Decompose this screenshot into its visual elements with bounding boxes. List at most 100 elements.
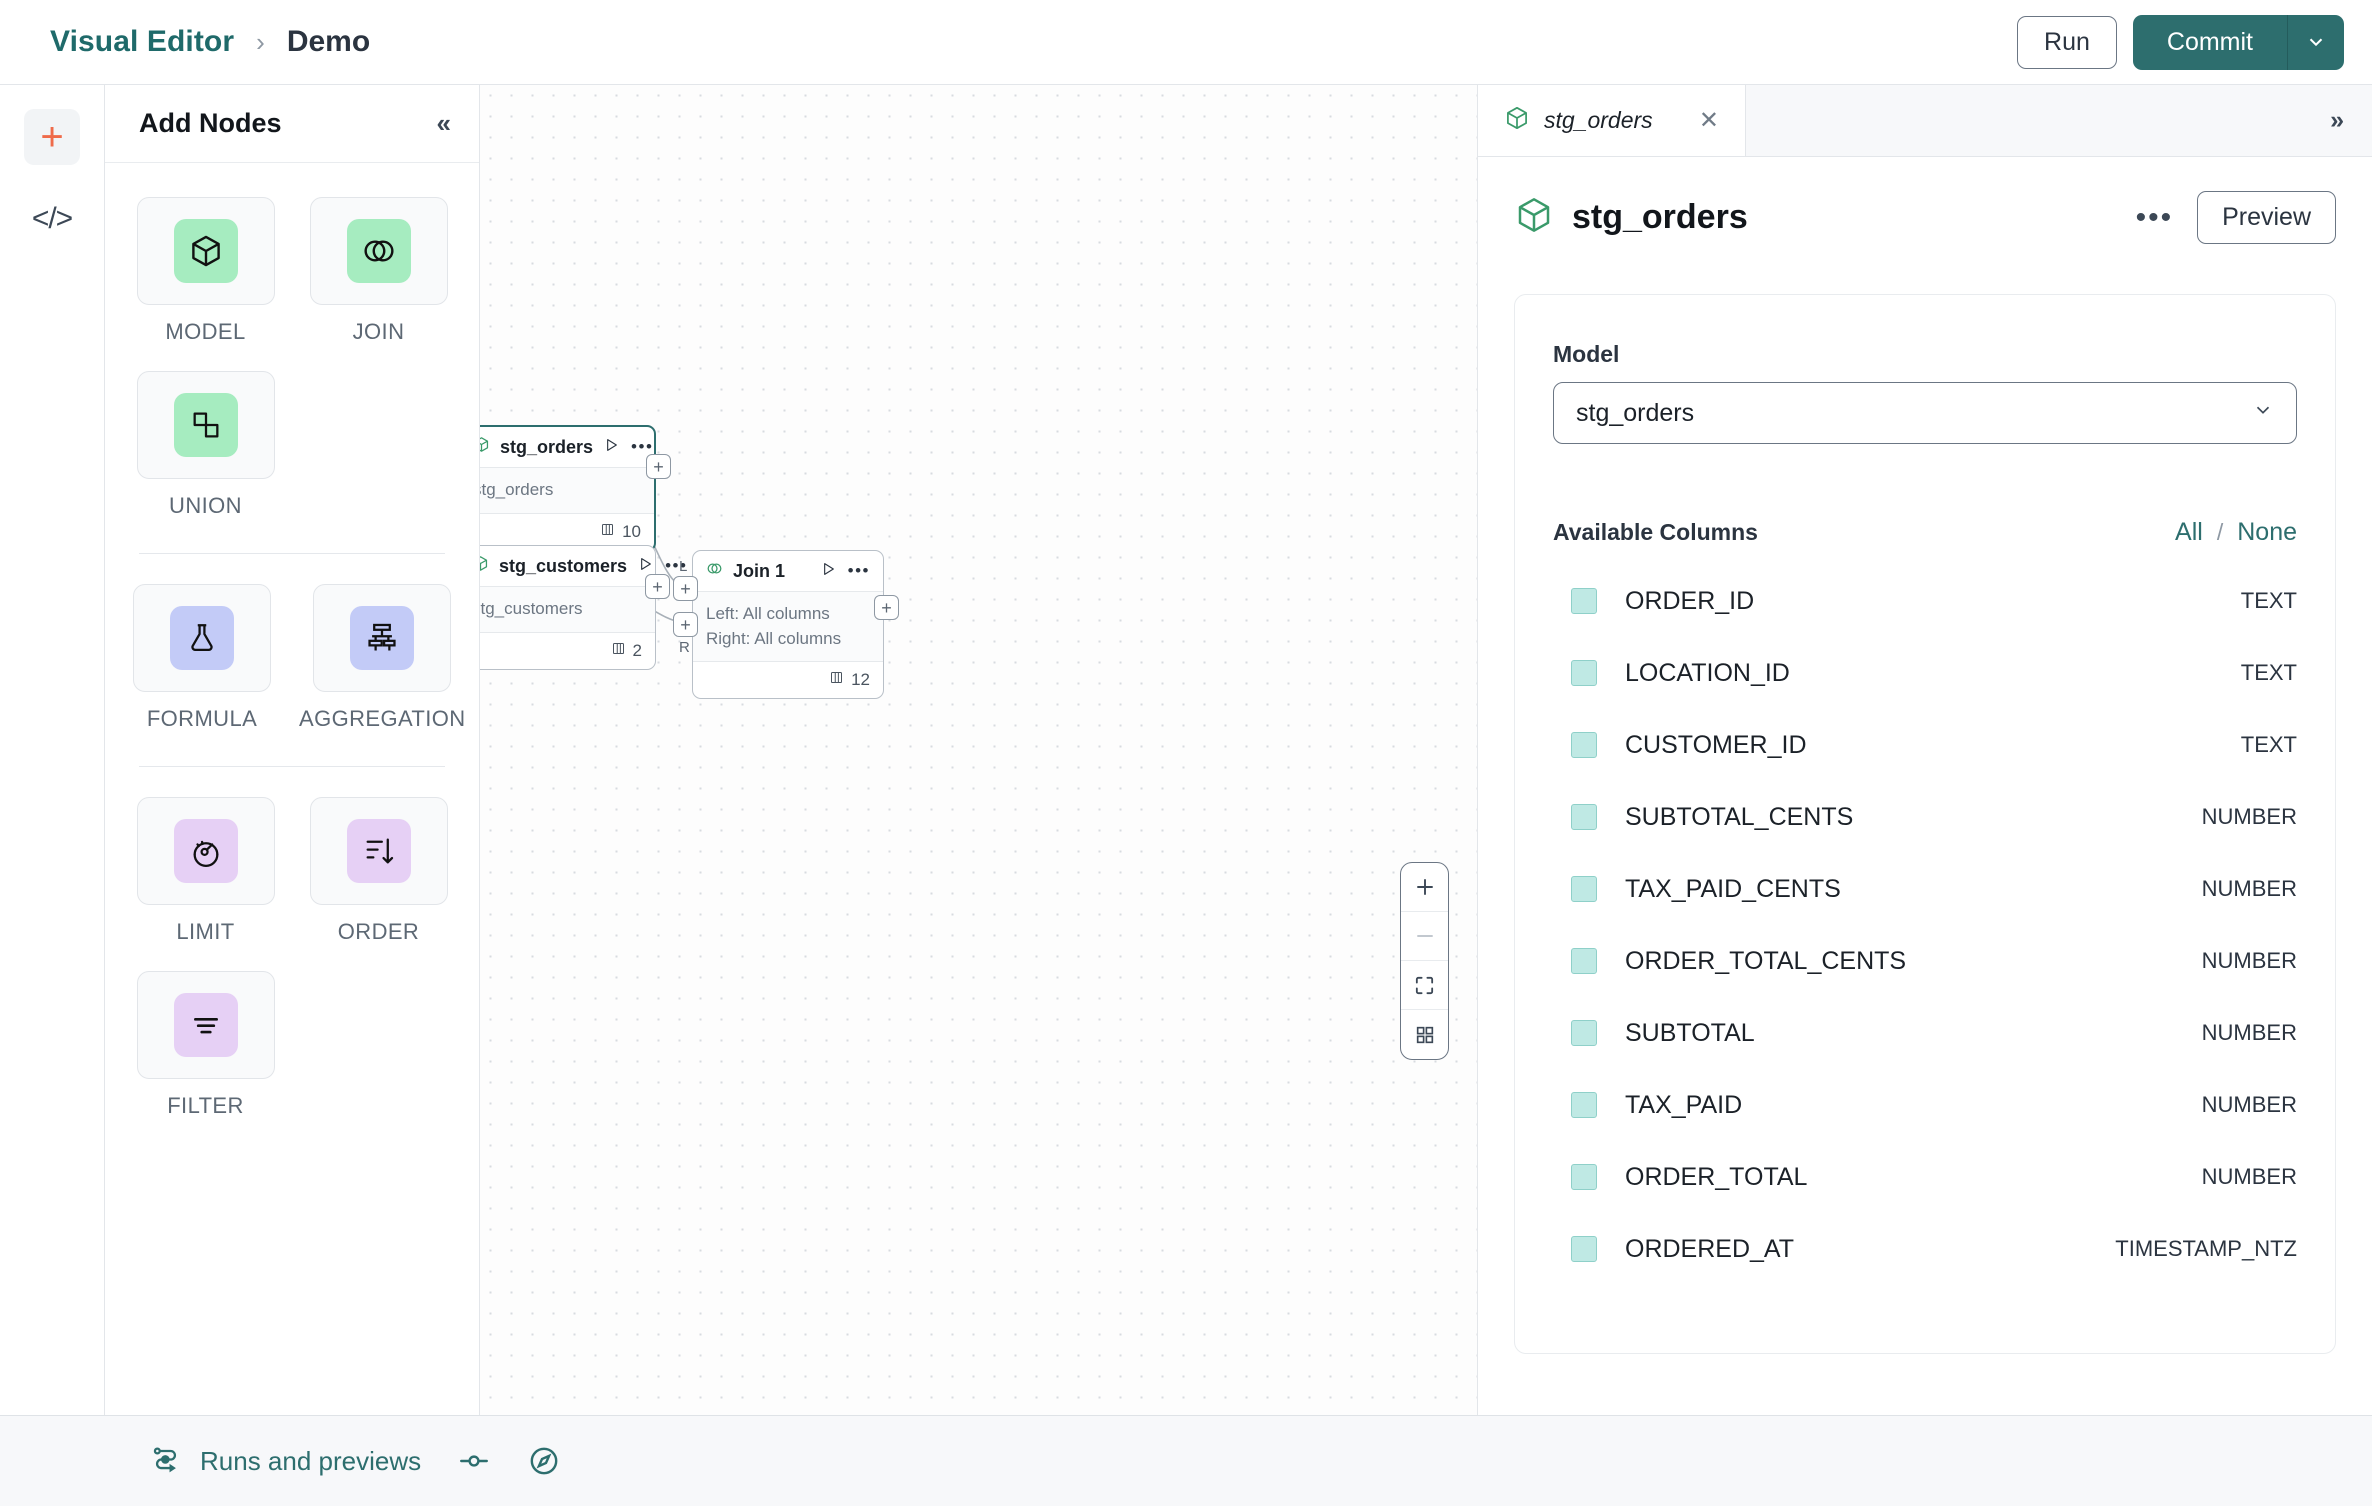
runs-and-previews-button[interactable]: Runs and previews xyxy=(150,1443,421,1480)
details-tab-bar: stg_orders ✕ » xyxy=(1478,85,2372,157)
column-name: ORDER_TOTAL_CENTS xyxy=(1625,946,1907,975)
node-title: stg_customers xyxy=(499,555,628,576)
play-icon[interactable] xyxy=(603,437,619,458)
column-checkbox[interactable] xyxy=(1571,1236,1597,1262)
node-label-limit: LIMIT xyxy=(176,919,235,944)
fit-view-button[interactable] xyxy=(1401,961,1448,1010)
grid-icon xyxy=(1416,1026,1433,1043)
preview-button[interactable]: Preview xyxy=(2197,191,2336,244)
column-checkbox[interactable] xyxy=(1571,876,1597,902)
output-handle-customers[interactable]: + xyxy=(645,574,670,599)
compass-icon[interactable] xyxy=(527,1444,561,1478)
tab-stg-orders[interactable]: stg_orders ✕ xyxy=(1478,85,1746,156)
column-checkbox[interactable] xyxy=(1571,588,1597,614)
columns-icon xyxy=(829,670,844,690)
input-handle-right[interactable]: + xyxy=(673,612,698,637)
node-tile-order[interactable] xyxy=(309,797,448,905)
play-icon[interactable] xyxy=(637,556,653,577)
model-select[interactable]: stg_orders xyxy=(1553,382,2297,444)
flow-canvas[interactable]: stg_orders ••• stg_orders 10 + xyxy=(480,85,1477,1415)
column-checkbox[interactable] xyxy=(1571,1164,1597,1190)
available-columns-title: Available Columns xyxy=(1553,519,1758,545)
more-icon[interactable]: ••• xyxy=(2135,200,2174,234)
node-option-aggregation[interactable]: AGGREGATION xyxy=(299,584,466,732)
node-body-line: stg_customers xyxy=(480,599,583,618)
node-tile-limit[interactable] xyxy=(136,797,275,905)
select-all-link[interactable]: All xyxy=(2175,518,2203,546)
run-button[interactable]: Run xyxy=(2017,15,2117,69)
node-option-formula[interactable]: FORMULA xyxy=(133,584,271,732)
node-option-limit[interactable]: LIMIT xyxy=(133,797,278,945)
column-checkbox[interactable] xyxy=(1571,1020,1597,1046)
columns-icon xyxy=(611,641,626,661)
cube-icon xyxy=(480,436,490,458)
filter-icon xyxy=(173,993,238,1057)
expand-panel-icon[interactable]: » xyxy=(2330,106,2344,134)
column-checkbox[interactable] xyxy=(1571,1092,1597,1118)
node-tile-formula[interactable] xyxy=(133,584,271,692)
more-icon[interactable]: ••• xyxy=(665,555,688,575)
output-handle-join[interactable]: + xyxy=(874,595,899,620)
play-icon[interactable] xyxy=(820,561,836,582)
more-icon[interactable]: ••• xyxy=(631,436,654,456)
venn-icon xyxy=(706,560,723,582)
node-option-order[interactable]: ORDER xyxy=(306,797,451,945)
node-label-formula: FORMULA xyxy=(146,706,258,731)
column-name: CUSTOMER_ID xyxy=(1625,730,1807,759)
column-checkbox[interactable] xyxy=(1571,804,1597,830)
node-label-aggregation: AGGREGATION xyxy=(299,706,466,731)
collapse-panel-icon[interactable]: « xyxy=(436,108,452,138)
node-option-union[interactable]: UNION xyxy=(133,371,278,519)
node-option-filter[interactable]: FILTER xyxy=(133,971,278,1119)
breadcrumb-root[interactable]: Visual Editor xyxy=(50,25,235,58)
node-tile-aggregation[interactable] xyxy=(313,584,452,692)
column-checkbox[interactable] xyxy=(1571,948,1597,974)
panel-divider-2 xyxy=(139,766,445,767)
commit-dropdown-button[interactable] xyxy=(2288,14,2344,70)
close-icon[interactable]: ✕ xyxy=(1698,107,1719,134)
canvas-node-stg-orders[interactable]: stg_orders ••• stg_orders 10 + xyxy=(480,425,671,552)
node-tile-join[interactable] xyxy=(309,197,448,305)
add-node-rail-button[interactable]: + xyxy=(24,109,80,165)
column-checkbox[interactable] xyxy=(1571,732,1597,758)
model-field-label: Model xyxy=(1553,341,1620,367)
select-none-link[interactable]: None xyxy=(2237,518,2297,546)
canvas-zoom-controls xyxy=(1400,862,1449,1060)
node-tile-union[interactable] xyxy=(136,371,275,479)
output-handle-orders[interactable]: + xyxy=(646,454,671,479)
cube-icon xyxy=(480,555,489,577)
input-handle-left[interactable]: + xyxy=(673,576,698,601)
code-view-rail-button[interactable]: </> xyxy=(24,191,80,247)
commit-button[interactable]: Commit xyxy=(2132,14,2288,70)
canvas-node-stg-customers[interactable]: stg_customers ••• stg_customers 2 + xyxy=(480,545,686,670)
layout-grid-button[interactable] xyxy=(1401,1010,1448,1059)
node-tile-model[interactable] xyxy=(136,197,275,305)
limit-gauge-icon xyxy=(173,819,238,883)
zoom-out-button[interactable] xyxy=(1401,912,1448,961)
flask-icon xyxy=(170,606,234,670)
canvas-node-join-1[interactable]: Join 1 ••• Left: All columns Right: All … xyxy=(673,550,899,700)
more-icon[interactable]: ••• xyxy=(847,560,870,580)
plus-icon xyxy=(1416,879,1433,895)
commit-button-group: Commit xyxy=(2132,14,2344,70)
input-label-right: R xyxy=(679,639,690,656)
node-body-line: stg_orders xyxy=(480,480,554,499)
node-option-join[interactable]: JOIN xyxy=(306,197,451,345)
zoom-in-button[interactable] xyxy=(1401,863,1448,912)
toggle-icon[interactable] xyxy=(457,1444,491,1478)
node-tile-filter[interactable] xyxy=(136,971,275,1079)
node-option-model[interactable]: MODEL xyxy=(133,197,278,345)
add-nodes-panel: Add Nodes « MODEL xyxy=(105,85,480,1415)
node-label-union: UNION xyxy=(169,493,242,518)
column-checkbox[interactable] xyxy=(1571,660,1597,686)
